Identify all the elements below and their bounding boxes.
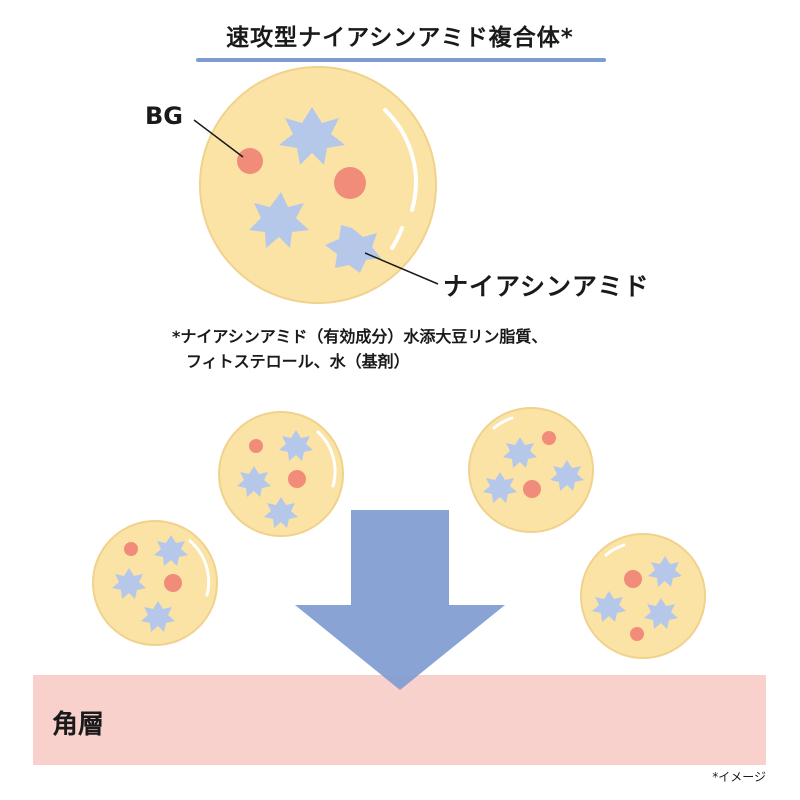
stratum-corneum-layer — [33, 675, 766, 765]
niacinamide-leader-line — [364, 252, 439, 285]
niacinamide-label: ナイアシンアミド — [443, 272, 650, 301]
footnote-line-2: フィトステロール、水（基剤） — [186, 352, 410, 371]
ingredients-footnote: *ナイアシンアミド（有効成分）水添大豆リン脂質、 フィトステロール、水（基剤） — [172, 324, 547, 374]
footnote-line-1: *ナイアシンアミド（有効成分）水添大豆リン脂質、 — [172, 327, 548, 346]
diagram-title: 速攻型ナイアシンアミド複合体* — [226, 25, 574, 51]
complex-particle-small-4 — [580, 533, 706, 659]
niacinamide-star — [279, 107, 345, 165]
down-arrow-icon — [295, 510, 505, 690]
complex-particle-small-1 — [218, 411, 344, 537]
complex-particle-small-3 — [92, 520, 218, 646]
title-underline — [196, 58, 606, 62]
image-note: *イメージ — [712, 770, 766, 784]
complex-particle-small-2 — [468, 407, 594, 533]
bg-label: BG — [145, 102, 183, 130]
bg-dot — [334, 167, 366, 199]
complex-particle-large — [199, 66, 437, 304]
bg-dot — [237, 148, 263, 174]
stratum-corneum-label: 角層 — [52, 710, 105, 740]
bg-leader-line — [193, 119, 244, 158]
niacinamide-star — [249, 192, 309, 248]
niacinamide-star — [325, 225, 381, 273]
